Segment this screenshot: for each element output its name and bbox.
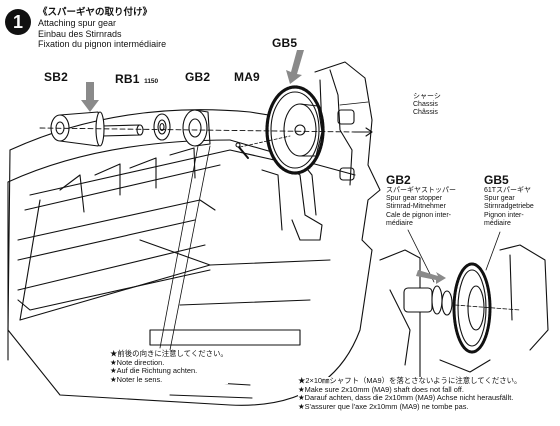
leader-note-direction: [159, 145, 199, 349]
note-shaft-jp: ★2×10㎜シャフト（MA9）を落とさないように注意してください。: [298, 376, 522, 385]
arrow-inset: [416, 270, 446, 284]
gb2-stopper: [182, 109, 211, 147]
arrow-sb2: [81, 82, 99, 112]
inset-gb2-jp: スパーギヤストッパー: [386, 187, 456, 194]
part-label-gb5: GB5: [272, 36, 298, 50]
inset-detail: [379, 244, 549, 381]
note-shaft-en: ★Make sure 2x10mm (MA9) shaft does not f…: [298, 384, 464, 394]
chassis-label: シャーシ Chassis Châssis: [413, 93, 441, 118]
inset-caption-gb5: GB5 61Tスパーギヤ Spur gear Stirnradgetriebe …: [484, 173, 534, 228]
part-label-gb2: GB2: [185, 70, 211, 84]
part-label-rb1-number: 1150: [144, 78, 159, 85]
inset-gb5-jp: 61Tスパーギヤ: [484, 187, 532, 194]
chassis-outline: [9, 109, 301, 151]
inset-gb5-de: Stirnradgetriebe: [484, 203, 534, 211]
leader-inset-gb5: [485, 231, 501, 271]
part-label-rb1-code: RB1: [115, 72, 140, 86]
chassis-label-jp: シャーシ: [413, 93, 441, 100]
note-direction-jp: ★前後の向きに注意してください。: [110, 349, 228, 358]
inset-gb2-fr1: Cale de pignon inter-: [386, 211, 451, 219]
note-direction-fr: ★Noter le sens.: [110, 374, 163, 384]
chassis-label-fr: Châssis: [413, 109, 438, 117]
inset-gb5-code: GB5: [484, 173, 509, 187]
chassis-tower: [314, 61, 381, 251]
inset-gb2-de: Stirnrad-Mitnehmer: [386, 203, 446, 211]
part-label-ma9: MA9: [234, 70, 260, 84]
note-shaft-de: ★Darauf achten, dass die 2x10mm (MA9) Ac…: [298, 393, 514, 403]
leader-inset-gb2: [407, 229, 435, 283]
ma9-pin: [237, 145, 249, 159]
title-de: Einbau des Stirnrads: [38, 28, 122, 39]
note-direction-en: ★Note direction.: [110, 357, 165, 367]
note-shaft: ★2×10㎜シャフト（MA9）を落とさないように注意してください。 ★Make …: [298, 376, 522, 412]
inset-gb5-fr2: médiaire: [484, 219, 511, 227]
arrow-gb5: [286, 50, 304, 84]
part-label-rb1: RB1 1150: [115, 70, 158, 88]
note-shaft-fr: ★S'assurer que l'axe 2x10mm (MA9) ne tom…: [298, 401, 469, 411]
step-title: 《スパーギヤの取り付け》 Attaching spur gear Einbau …: [38, 4, 166, 50]
inset-gb5-fr1: Pignon inter-: [484, 211, 524, 219]
inset-gb2-en: Spur gear stopper: [386, 195, 443, 203]
inset-gb2-code: GB2: [386, 173, 411, 187]
gb5-spur-gear: [265, 85, 325, 175]
chassis-label-en: Chassis: [413, 101, 438, 109]
inset-caption-gb2: GB2 スパーギヤストッパー Spur gear stopper Stirnra…: [386, 173, 456, 228]
rb1-bearing: [153, 113, 171, 141]
note-direction-de: ★Auf die Richtung achten.: [110, 366, 198, 376]
title-jp: 《スパーギヤの取り付け》: [38, 7, 153, 18]
part-label-sb2: SB2: [44, 70, 68, 84]
title-fr: Fixation du pignon intermédiaire: [38, 39, 167, 49]
inset-gb5-en: Spur gear: [484, 195, 515, 203]
note-direction: ★前後の向きに注意してください。 ★Note direction. ★Auf d…: [110, 349, 228, 385]
step-number-badge: 1: [5, 9, 31, 35]
inset-gb2-fr2: médiaire: [386, 219, 413, 227]
title-en: Attaching spur gear: [38, 18, 117, 28]
assembly-axis: [39, 127, 356, 133]
